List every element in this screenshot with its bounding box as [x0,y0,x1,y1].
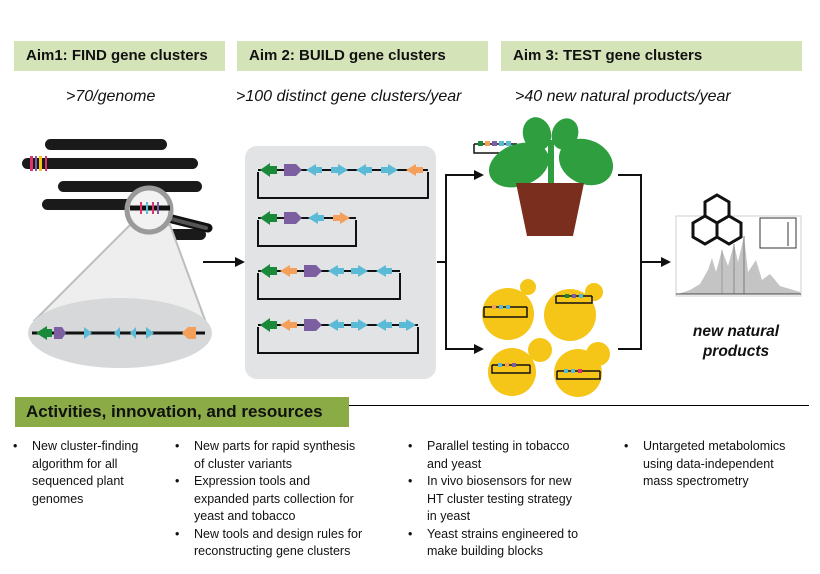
bullet-item: New cluster-finding algorithm for all se… [13,438,173,508]
activities-column-aim3: Parallel testing in tobacco and yeast In… [408,438,618,561]
bullet-item: Untargeted metabolomics using data-indep… [624,438,816,491]
new-natural-products-label: new natural products [668,322,804,362]
activities-column-aim1: New cluster-finding algorithm for all se… [13,438,173,508]
aim1-target: >70/genome [66,88,156,105]
aim3-header: Aim 3: TEST gene clusters [501,41,802,71]
activities-column-aim2: New parts for rapid synthesis of cluster… [175,438,400,561]
aim2-header: Aim 2: BUILD gene clusters [237,41,488,71]
aim1-header: Aim1: FIND gene clusters [14,41,225,71]
mass-spectrum-icon [675,193,802,297]
magnifier-icon [124,185,213,235]
plasmid-construct-1 [257,163,429,199]
activities-header: Activities, innovation, and resources [15,397,349,427]
bullet-item: New parts for rapid synthesis of cluster… [175,438,400,473]
yeast-cells-icon [482,279,610,397]
aim2-target: >100 distinct gene clusters/year [236,88,462,105]
output-label-line-2: products [702,343,770,360]
bullet-item: Expression tools and expanded parts coll… [175,473,400,526]
bullet-item: New tools and design rules for reconstru… [175,526,400,561]
plasmid-construct-3 [257,264,401,300]
aim3-target: >40 new natural products/year [515,88,731,105]
build-panel [245,146,436,379]
bullet-item: Yeast strains engineered to make buildin… [408,526,618,561]
section-divider [15,405,809,406]
plasmid-construct-4 [257,318,419,354]
bullet-item: Parallel testing in tobacco and yeast [408,438,618,473]
output-label-line-1: new natural [692,323,780,340]
tobacco-plant-icon [488,117,614,236]
activities-column-metabolomics: Untargeted metabolomics using data-indep… [624,438,816,491]
bullet-item: In vivo biosensors for new HT cluster te… [408,473,618,526]
plasmid-construct-2 [257,211,357,247]
zoomed-gene-cluster [36,326,196,340]
